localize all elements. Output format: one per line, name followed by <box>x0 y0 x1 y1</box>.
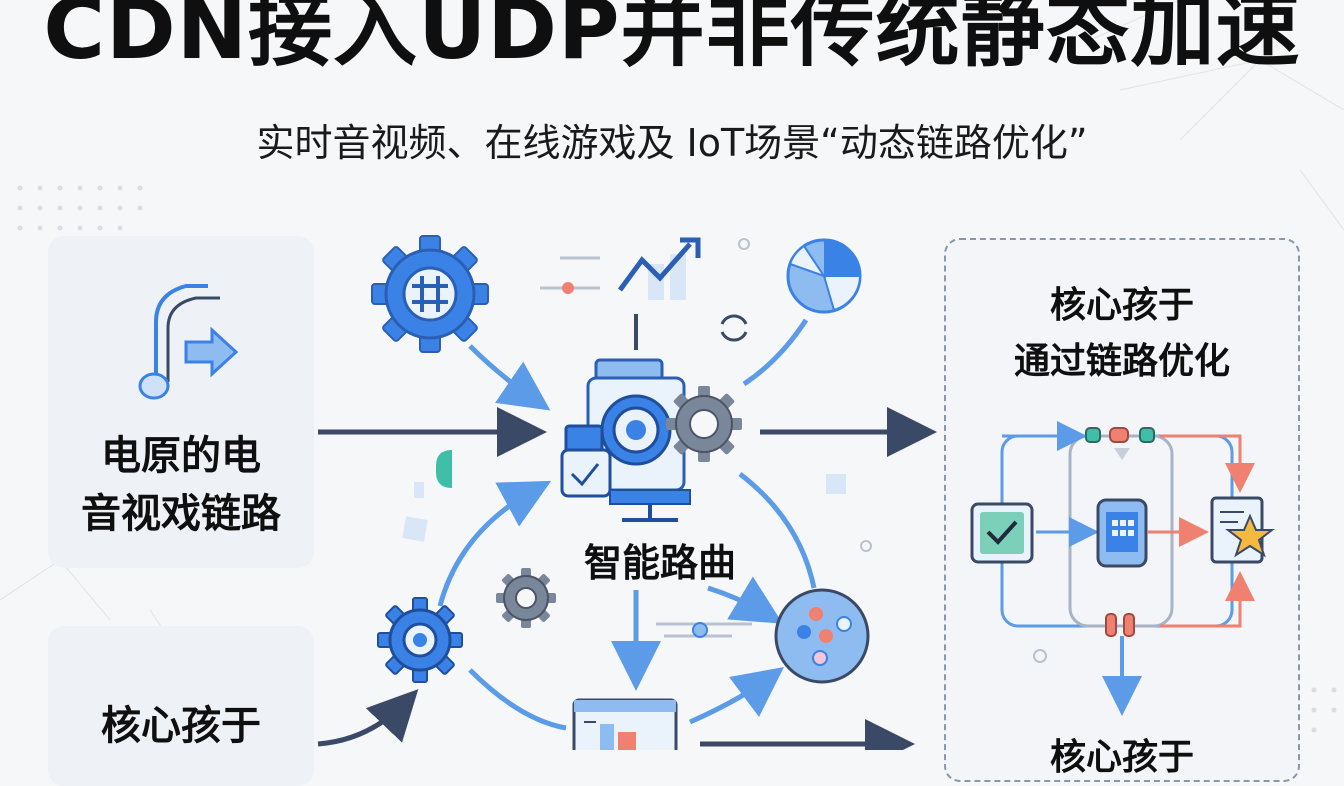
checklist-icon <box>970 502 1034 564</box>
lower-gear-icon <box>377 597 463 683</box>
smart-routing-label: 智能路曲 <box>583 541 736 585</box>
arrow-bottom-left-curve <box>317 689 419 747</box>
node-cluster-icon <box>774 588 870 684</box>
trend-chart-icon <box>540 237 750 300</box>
flow-diagram <box>317 235 1275 750</box>
left-card-top-line1: 电原的电 <box>101 433 261 479</box>
node-dots <box>1085 427 1155 637</box>
dashboard-window-icon <box>572 698 678 750</box>
music-forward-icon <box>138 284 239 400</box>
arrow-to-circle <box>707 576 783 624</box>
arrow-center-to-circle <box>738 472 817 589</box>
gear-grid-icon <box>371 235 489 353</box>
arrow-doc-to-circle <box>688 667 785 725</box>
right-panel-line2: 通过链路优化 <box>1013 341 1230 382</box>
left-card-top: 电原的电 音视戏链路 <box>48 236 314 568</box>
phone-icon <box>1096 498 1148 568</box>
routing-engine-icon <box>560 358 742 522</box>
page-title: CDN接入UDP并非传统静态加速 <box>43 0 1301 78</box>
left-card-bottom-line1: 核心孩于 <box>101 703 261 749</box>
refresh-icon <box>720 314 748 342</box>
arrow-pie-to-center <box>742 318 809 387</box>
arrow-lower-to-center <box>437 480 552 607</box>
star-document-icon <box>1210 496 1275 564</box>
small-gear-icon <box>496 568 556 628</box>
slider-decor <box>656 622 752 638</box>
left-card-top-line2: 音视戏链路 <box>81 491 281 537</box>
pie-chart-icon <box>786 238 862 314</box>
arrow-gear-to-center <box>468 344 551 411</box>
decor-small-icons <box>402 450 1047 663</box>
right-panel-line1: 核心孩于 <box>1049 285 1194 326</box>
arrow-gear2-down <box>468 668 567 731</box>
page-subtitle: 实时音视频、在线游戏及 IoT场景“动态链路优化” <box>256 121 1088 165</box>
right-flow-diagram <box>970 421 1275 716</box>
